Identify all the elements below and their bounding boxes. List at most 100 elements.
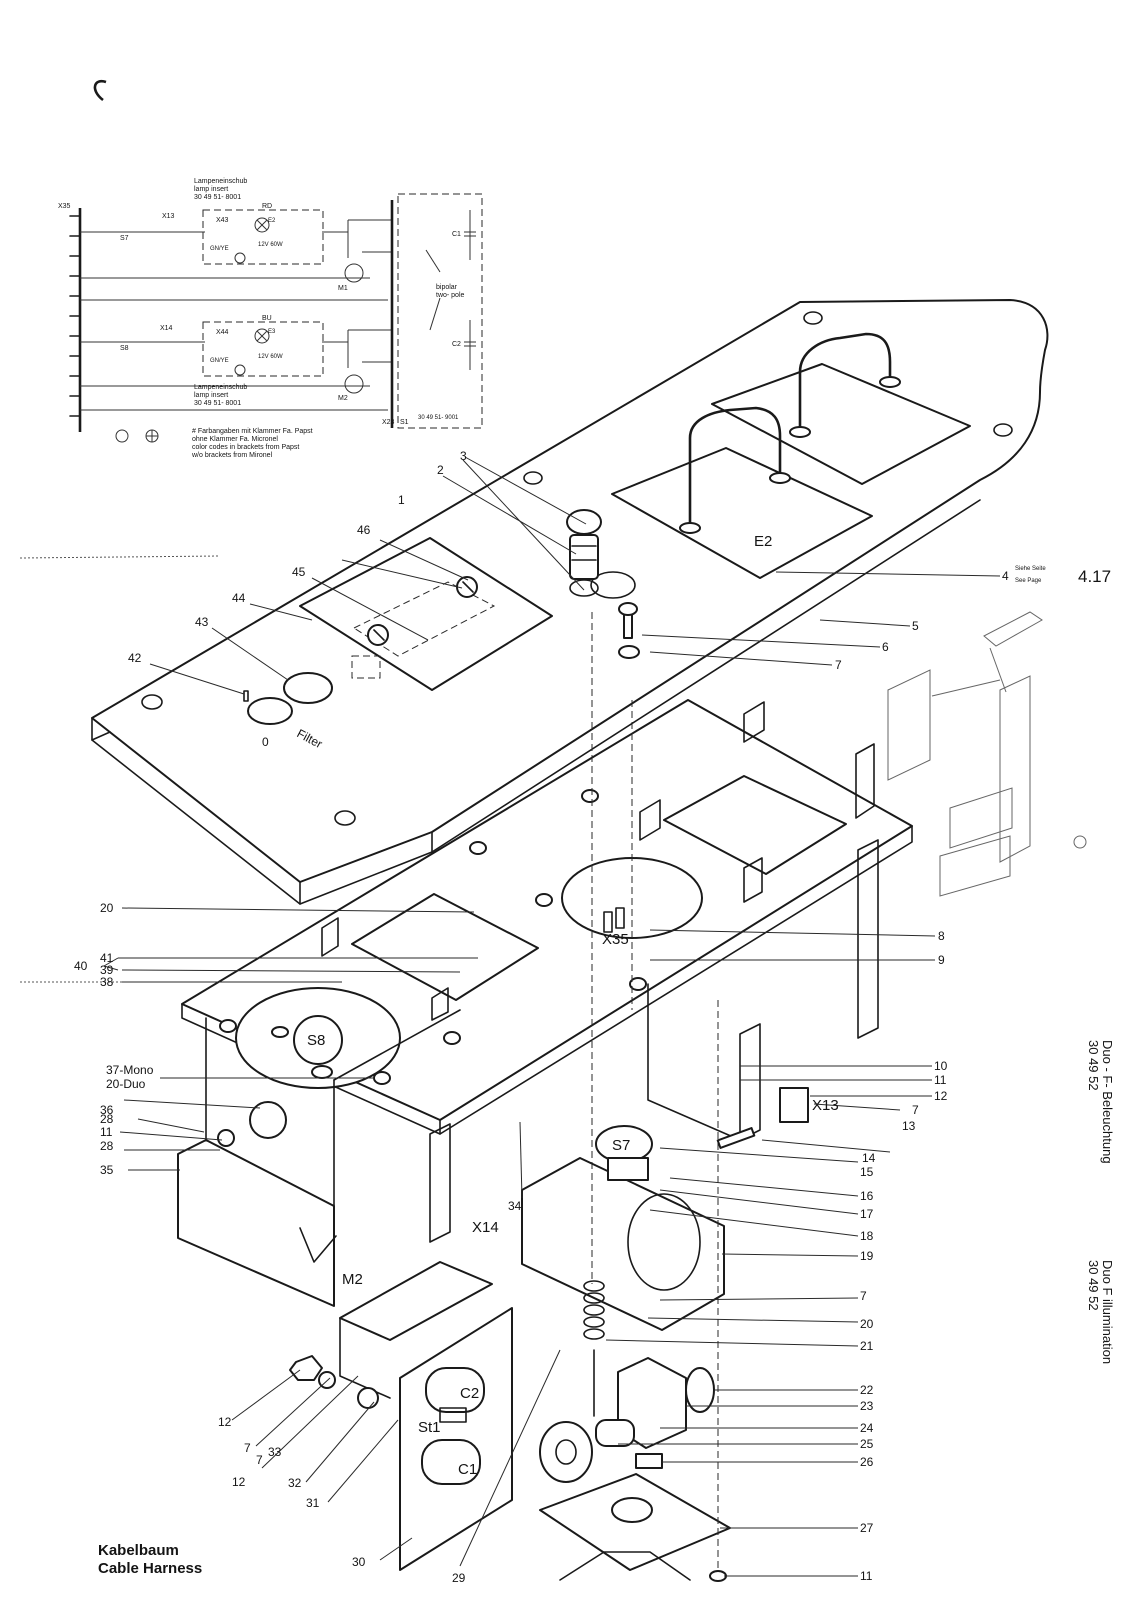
svg-text:Siehe Seite: Siehe Seite xyxy=(1015,566,1046,572)
tag-m2: M2 xyxy=(342,1271,363,1288)
svg-text:30 49 51- 9001: 30 49 51- 9001 xyxy=(418,415,459,421)
callout-38: 38 xyxy=(100,975,114,989)
svg-text:C2: C2 xyxy=(452,341,461,348)
svg-text:S1: S1 xyxy=(400,419,409,426)
tag-st1: St1 xyxy=(418,1419,441,1436)
callout-17: 17 xyxy=(860,1207,874,1221)
tag-s7: S7 xyxy=(612,1137,630,1154)
callout-20: 20 xyxy=(860,1317,874,1331)
lamp-insert-label-top: Lampeneinschub lamp insert 30 49 51- 800… xyxy=(194,178,248,201)
callout-7d: 7 xyxy=(244,1441,251,1455)
tag-e2: E2 xyxy=(754,533,772,550)
callout-12b: 12 xyxy=(218,1415,232,1429)
svg-text:See Page: See Page xyxy=(1015,578,1042,584)
callout-39: 39 xyxy=(100,963,114,977)
callout-8: 8 xyxy=(938,929,945,943)
callout-28b: 28 xyxy=(100,1139,114,1153)
chassis-frame xyxy=(177,612,913,1582)
callout-2: 2 xyxy=(437,463,444,477)
svg-text:GN/YE: GN/YE xyxy=(210,246,229,252)
svg-text:X14: X14 xyxy=(160,325,173,332)
callout-29: 29 xyxy=(452,1571,466,1585)
side-title-de: Duo - F- Beleuchtung 30 49 52 xyxy=(1086,1040,1115,1164)
callout-13: 13 xyxy=(902,1119,916,1133)
svg-text:12V 60W: 12V 60W xyxy=(258,242,283,248)
svg-text:RD: RD xyxy=(262,203,272,210)
callout-7c: 7 xyxy=(860,1289,867,1303)
callout-23: 23 xyxy=(860,1399,874,1413)
callout-12: 12 xyxy=(934,1089,948,1103)
callout-27: 27 xyxy=(860,1521,874,1535)
callout-36: 36 xyxy=(100,1103,114,1117)
callout-25: 25 xyxy=(860,1437,874,1451)
callout-43: 43 xyxy=(195,615,209,629)
callout-5: 5 xyxy=(912,619,919,633)
callout-7: 7 xyxy=(835,658,842,672)
svg-text:S8: S8 xyxy=(120,345,129,352)
cover-plate xyxy=(91,299,1049,905)
callout-18: 18 xyxy=(860,1229,874,1243)
callout-45: 45 xyxy=(292,565,306,579)
svg-text:X23: X23 xyxy=(382,419,395,426)
tag-zero: 0 xyxy=(262,735,269,749)
callout-44: 44 xyxy=(232,591,246,605)
callout-40: 40 xyxy=(74,959,88,973)
callout-46: 46 xyxy=(357,523,371,537)
bipolar-label: bipolar two- pole xyxy=(436,284,465,299)
tag-x14: X14 xyxy=(472,1219,499,1236)
callout-20-duo: 20-Duo xyxy=(106,1077,146,1091)
svg-text:GN/YE: GN/YE xyxy=(210,358,229,364)
callout-leaders xyxy=(103,456,1001,1577)
tag-x35: X35 xyxy=(602,931,629,948)
callout-33: 33 xyxy=(268,1445,282,1459)
caption-de: Kabelbaum xyxy=(98,1542,179,1559)
svg-text:X43: X43 xyxy=(216,217,229,224)
svg-text:X13: X13 xyxy=(162,213,175,220)
callout-30: 30 xyxy=(352,1555,366,1569)
callout-12c: 12 xyxy=(232,1475,246,1489)
callout-21: 21 xyxy=(860,1339,874,1353)
color-code-note: # Farbangaben mit Klammer Fa. Papst ohne… xyxy=(192,428,313,459)
callout-41: 41 xyxy=(100,951,114,965)
assembly-thumbnail xyxy=(887,611,1087,897)
callout-9: 9 xyxy=(938,953,945,967)
callout-32: 32 xyxy=(288,1476,302,1490)
svg-text:M2: M2 xyxy=(338,395,348,402)
callout-16: 16 xyxy=(860,1189,874,1203)
svg-text:4.17: 4.17 xyxy=(1078,567,1111,586)
svg-text:X44: X44 xyxy=(216,329,229,336)
svg-text:S7: S7 xyxy=(120,235,129,242)
callout-11c: 11 xyxy=(860,1569,873,1583)
callout-10: 10 xyxy=(934,1059,948,1073)
callout-7b: 7 xyxy=(912,1103,919,1117)
tag-c1: C1 xyxy=(458,1461,477,1478)
svg-text:12V 60W: 12V 60W xyxy=(258,354,283,360)
tag-x13: X13 xyxy=(812,1097,839,1114)
callout-42: 42 xyxy=(128,651,142,665)
callout-35: 35 xyxy=(100,1163,114,1177)
svg-text:E2: E2 xyxy=(268,218,276,224)
callout-37-mono: 37-Mono xyxy=(106,1063,154,1077)
callout-11b: 11 xyxy=(100,1125,113,1139)
part-tags: E2 X35 S8 S7 X13 X14 M2 C1 C2 St1 Filter… xyxy=(262,533,839,1478)
callout-4: 4 xyxy=(1002,569,1009,583)
callout-11: 11 xyxy=(934,1073,947,1087)
callout-20b: 20 xyxy=(100,901,114,915)
callout-3: 3 xyxy=(460,449,467,463)
callout-31: 31 xyxy=(306,1496,320,1510)
callout-15: 15 xyxy=(860,1165,874,1179)
callout-6: 6 xyxy=(882,640,889,654)
callout-19: 19 xyxy=(860,1249,874,1263)
lamp-insert-label-bottom: Lampeneinschub lamp insert 30 49 51- 800… xyxy=(194,384,248,407)
svg-text:X35: X35 xyxy=(58,203,71,210)
callout-22: 22 xyxy=(860,1383,874,1397)
scan-marks xyxy=(19,79,221,983)
see-page-reference: Siehe Seite See Page 4.17 xyxy=(1015,566,1111,586)
callout-7e: 7 xyxy=(256,1453,263,1467)
callout-24: 24 xyxy=(860,1421,874,1435)
svg-text:M1: M1 xyxy=(338,285,348,292)
callout-numbers: 1 2 3 4 5 6 7 8 9 10 11 12 13 14 15 16 1… xyxy=(74,449,1009,1585)
tag-s8: S8 xyxy=(307,1032,325,1049)
